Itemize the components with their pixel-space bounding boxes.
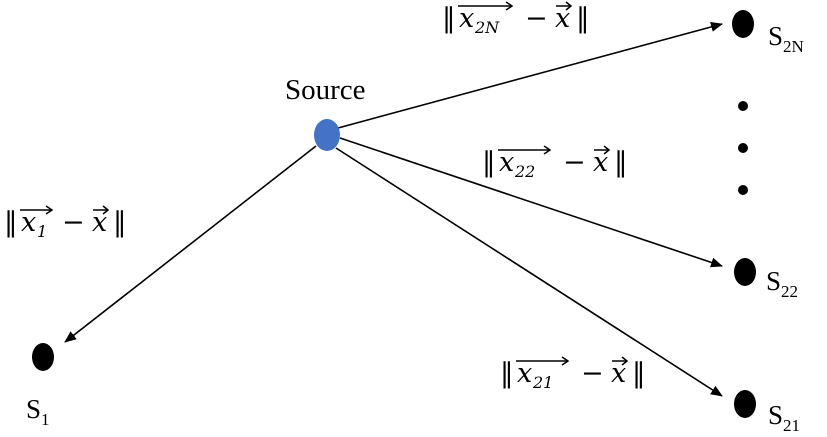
sensor-s22-node: [734, 258, 756, 286]
ellipsis-dot: [738, 143, 748, 153]
svg-text:2N: 2N: [474, 18, 500, 37]
source-label: Source: [285, 74, 366, 106]
svg-text:−: −: [525, 3, 548, 34]
svg-text:22: 22: [514, 162, 535, 181]
svg-text:‖: ‖: [614, 147, 628, 178]
svg-text:x: x: [593, 147, 608, 178]
sensor-s1-label: S1: [26, 394, 50, 429]
svg-text:‖: ‖: [500, 358, 514, 389]
svg-text:x: x: [499, 147, 514, 178]
svg-text:x: x: [92, 207, 107, 238]
svg-text:‖: ‖: [632, 358, 646, 389]
sensor-s21-label: S21: [768, 400, 800, 435]
svg-text:−: −: [62, 207, 85, 238]
ellipsis-dot: [738, 101, 748, 111]
arrow-to-s22: [339, 137, 723, 268]
svg-text:−: −: [563, 147, 586, 178]
sensor-s21-node: [734, 390, 756, 418]
arrow-to-s1: [64, 145, 317, 343]
svg-text:−: −: [581, 358, 604, 389]
arrow-to-s21: [335, 147, 723, 397]
distance-label-s1: ‖ x 1 − x ‖: [4, 205, 127, 241]
svg-text:x: x: [459, 3, 474, 34]
sensor-s22-label: S22: [766, 266, 798, 301]
ellipsis-dot: [738, 185, 748, 195]
svg-text:‖: ‖: [4, 207, 18, 238]
svg-text:x: x: [517, 358, 532, 389]
svg-text:x: x: [21, 207, 36, 238]
svg-text:‖: ‖: [482, 147, 496, 178]
sensor-s2n-node: [732, 10, 754, 38]
source-node: [314, 119, 340, 151]
svg-text:1: 1: [37, 222, 47, 241]
distance-label-s22: ‖ x 22 − x ‖: [482, 145, 628, 181]
sensor-s1-node: [32, 343, 54, 371]
svg-text:‖: ‖: [113, 207, 127, 238]
svg-text:21: 21: [532, 373, 553, 392]
svg-text:‖: ‖: [576, 3, 590, 34]
arrow-to-s2n: [337, 22, 723, 129]
svg-text:x: x: [611, 358, 626, 389]
distance-label-s2n: ‖ x 2N − x ‖: [442, 1, 590, 37]
svg-text:‖: ‖: [442, 3, 456, 34]
distance-label-s21: ‖ x 21 − x ‖: [500, 356, 646, 392]
sensor-s2n-label: S2N: [768, 21, 804, 56]
svg-text:x: x: [555, 3, 570, 34]
